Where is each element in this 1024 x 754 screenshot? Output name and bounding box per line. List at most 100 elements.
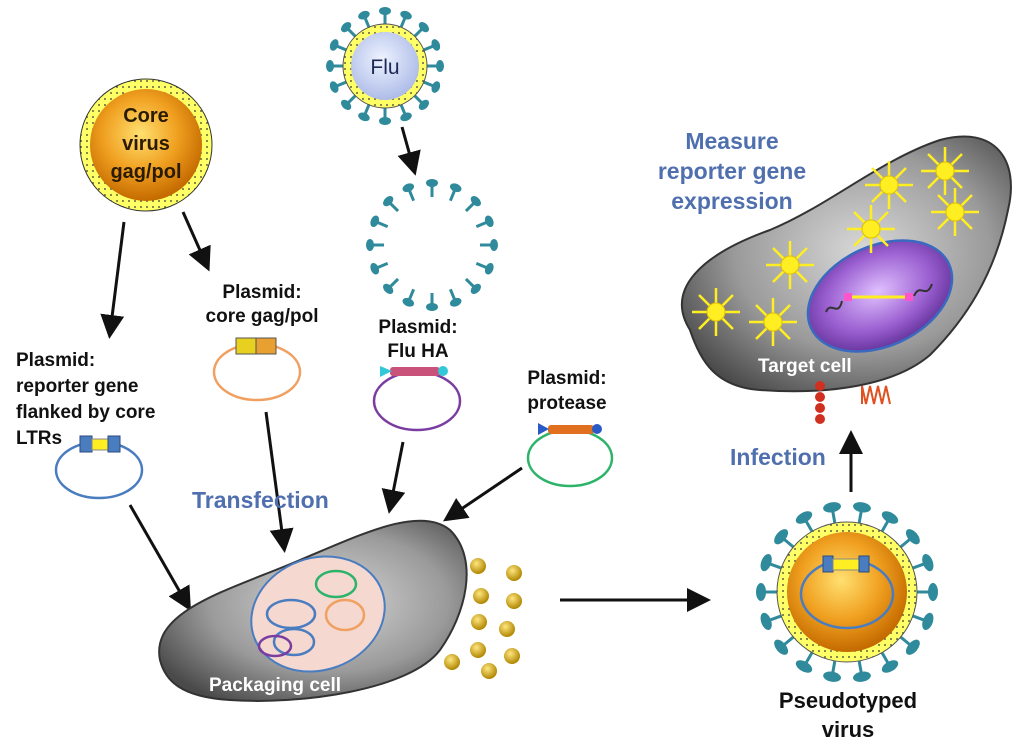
pseudovirus-spike (795, 651, 814, 673)
plasmid-reporter-label-line2: reporter gene (16, 376, 138, 397)
flu-label: Flu (370, 56, 399, 79)
pseudovirus-spike (823, 660, 841, 682)
pseudovirus-spike (774, 529, 795, 549)
reporter-star (921, 147, 969, 195)
ha-spike (448, 183, 462, 202)
pseudovirus-spikes (756, 502, 938, 682)
ha-spike (448, 288, 462, 307)
flu-spike (358, 10, 372, 30)
packaging-cell (158, 519, 468, 702)
reporter-expression-stars (692, 147, 979, 346)
released-particle (473, 588, 489, 604)
flu-spike (398, 102, 412, 122)
released-particle (471, 614, 487, 630)
pseudovirus-spike (912, 553, 934, 572)
ha-spike (426, 293, 438, 311)
flu-spike (412, 93, 429, 110)
transfection-label: Transfection (192, 487, 329, 513)
ha-spike (480, 239, 498, 251)
reporter-star (865, 161, 913, 209)
reporter-star (766, 241, 814, 289)
plasmid-protease (526, 423, 614, 488)
released-particle (470, 642, 486, 658)
plasmid-ha (372, 366, 462, 432)
plasmid-gagpol (212, 337, 302, 402)
pseudovirus-spike (760, 553, 782, 572)
flu-spike (329, 79, 349, 93)
pseudotyped-label-line2: virus (822, 717, 875, 742)
flu-ha-spike-ring (366, 179, 498, 311)
flu-spike (421, 39, 441, 53)
target-cell-receptors (815, 381, 891, 424)
arrow-gagpol-to-cell (264, 411, 294, 553)
infection-label: Infection (730, 444, 826, 470)
arrow-core-to-reporter (100, 221, 126, 339)
measure-label-line1: Measure (685, 128, 778, 154)
pseudovirus-spike (760, 612, 782, 631)
ha-spike (370, 261, 389, 275)
released-particles (444, 558, 522, 679)
flu-virus-particle (326, 7, 444, 125)
plasmid-ha-label-line2: Flu HA (387, 341, 448, 362)
arrow-ha-to-cell (381, 441, 406, 514)
ha-spike (383, 277, 400, 294)
pseudovirus-spike (880, 511, 899, 533)
reporter-star (749, 298, 797, 346)
flu-spike (379, 106, 391, 125)
reporter-star (692, 288, 740, 336)
released-particle (504, 648, 520, 664)
ha-spike (426, 179, 438, 197)
released-particle (444, 654, 460, 670)
plasmid-reporter (54, 435, 144, 500)
plasmid-reporter-label-line4: LTRs (16, 428, 62, 449)
arrow-reporter-to-cell (128, 504, 191, 612)
ha-spike (366, 239, 384, 251)
plasmid-reporter-label-line3: flanked by core (16, 402, 155, 423)
flu-spike (425, 60, 444, 72)
pseudovirus-spike (912, 612, 934, 631)
flu-spike (329, 39, 349, 53)
reporter-star (931, 188, 979, 236)
pseudovirus-spike (899, 635, 920, 655)
ha-spike (402, 183, 416, 202)
released-particle (470, 558, 486, 574)
ha-spike (475, 215, 494, 229)
released-particle (499, 621, 515, 637)
measure-label-line3: expression (671, 188, 792, 214)
flu-spike (421, 79, 441, 93)
flu-spike (379, 7, 391, 26)
core-virus-label-line1: Core (123, 105, 169, 127)
ha-spike (464, 277, 481, 294)
pseudovirus-spike (795, 511, 814, 533)
flu-spike (412, 22, 429, 39)
plasmid-reporter-label-line1: Plasmid: (16, 350, 95, 371)
ha-spike (464, 196, 481, 213)
core-virus-label-line2: virus (122, 133, 170, 155)
pseudovirus-spike (823, 502, 841, 524)
plasmid-ha-label-line1: Plasmid: (378, 317, 457, 338)
ha-spike (402, 288, 416, 307)
ha-spike (475, 261, 494, 275)
ha-spike (383, 196, 400, 213)
pseudotyped-label-line1: Pseudotyped (779, 688, 917, 713)
packaging-cell-label: Packaging cell (209, 675, 341, 696)
pseudovirus-spike (756, 583, 777, 601)
flu-spike (341, 22, 358, 39)
pseudovirus-spike (899, 529, 920, 549)
core-virus-label-line3: gag/pol (110, 161, 181, 183)
pseudotyped-virus-particle (756, 502, 938, 682)
plasmid-protease-label-line1: Plasmid: (527, 368, 606, 389)
flu-spike (341, 93, 358, 110)
reporter-star (847, 205, 895, 253)
ha-spike (370, 215, 389, 229)
flu-spike (326, 60, 345, 72)
pseudovirus-spike (880, 651, 899, 673)
plasmid-gagpol-label-line1: Plasmid: (222, 282, 301, 303)
flu-spikes (326, 7, 444, 125)
measure-label-line2: reporter gene (658, 158, 806, 184)
core-virus-particle (79, 78, 213, 212)
flu-spike (398, 10, 412, 30)
released-particle (506, 593, 522, 609)
released-particle (506, 565, 522, 581)
